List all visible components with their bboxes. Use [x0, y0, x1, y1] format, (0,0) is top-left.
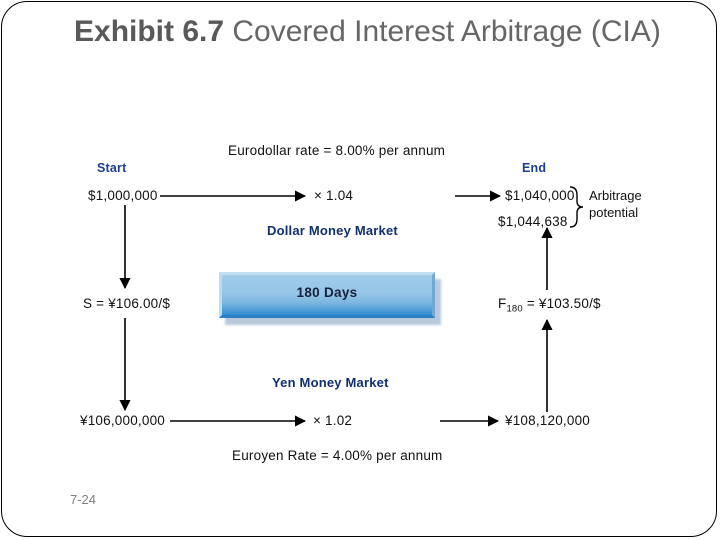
- 180-days-box-face: [219, 272, 435, 318]
- top-multiplier: × 1.04: [314, 188, 354, 203]
- 180-days-box: 180 Days: [219, 272, 441, 325]
- page-title: Exhibit 6.7 Covered Interest Arbitrage (…: [74, 14, 674, 50]
- forward-rate-value: = ¥103.50/$: [522, 296, 601, 311]
- end-label: End: [522, 161, 547, 175]
- dollar-money-market-label: Dollar Money Market: [267, 223, 398, 238]
- arbitrage-brace: [569, 186, 584, 228]
- forward-rate-subscript: 180: [506, 303, 523, 315]
- title-text: Covered Interest Arbitrage (CIA): [224, 15, 661, 48]
- eurodollar-rate-label: Eurodollar rate = 8.00% per annum: [228, 143, 446, 158]
- forward-rate-label: F180 = ¥103.50/$: [498, 296, 601, 315]
- start-amount: $1,000,000: [88, 188, 158, 203]
- end-amount-dollar-invest: $1,040,000: [505, 188, 575, 203]
- 180-days-label: 180 Days: [296, 285, 358, 300]
- page-number: 7-24: [70, 492, 97, 507]
- yen-money-market-label: Yen Money Market: [272, 375, 389, 390]
- bottom-multiplier: × 1.02: [313, 413, 353, 428]
- arbitrage-potential-line1: Arbitrage: [589, 188, 642, 203]
- yen-start-amount: ¥106,000,000: [80, 413, 165, 428]
- end-amount-cia: $1,044,638: [498, 214, 568, 229]
- arbitrage-potential-line2: potential: [589, 205, 639, 220]
- yen-end-amount: ¥108,120,000: [505, 413, 590, 428]
- start-label: Start: [97, 161, 127, 175]
- title-exhibit-number: Exhibit 6.7: [74, 15, 225, 48]
- arbitrage-potential-label: Arbitrage potential: [589, 187, 642, 221]
- spot-rate-label: S = ¥106.00/$: [83, 296, 171, 311]
- euroyen-rate-label: Euroyen Rate = 4.00% per annum: [232, 448, 443, 463]
- forward-rate-symbol: F: [498, 296, 507, 311]
